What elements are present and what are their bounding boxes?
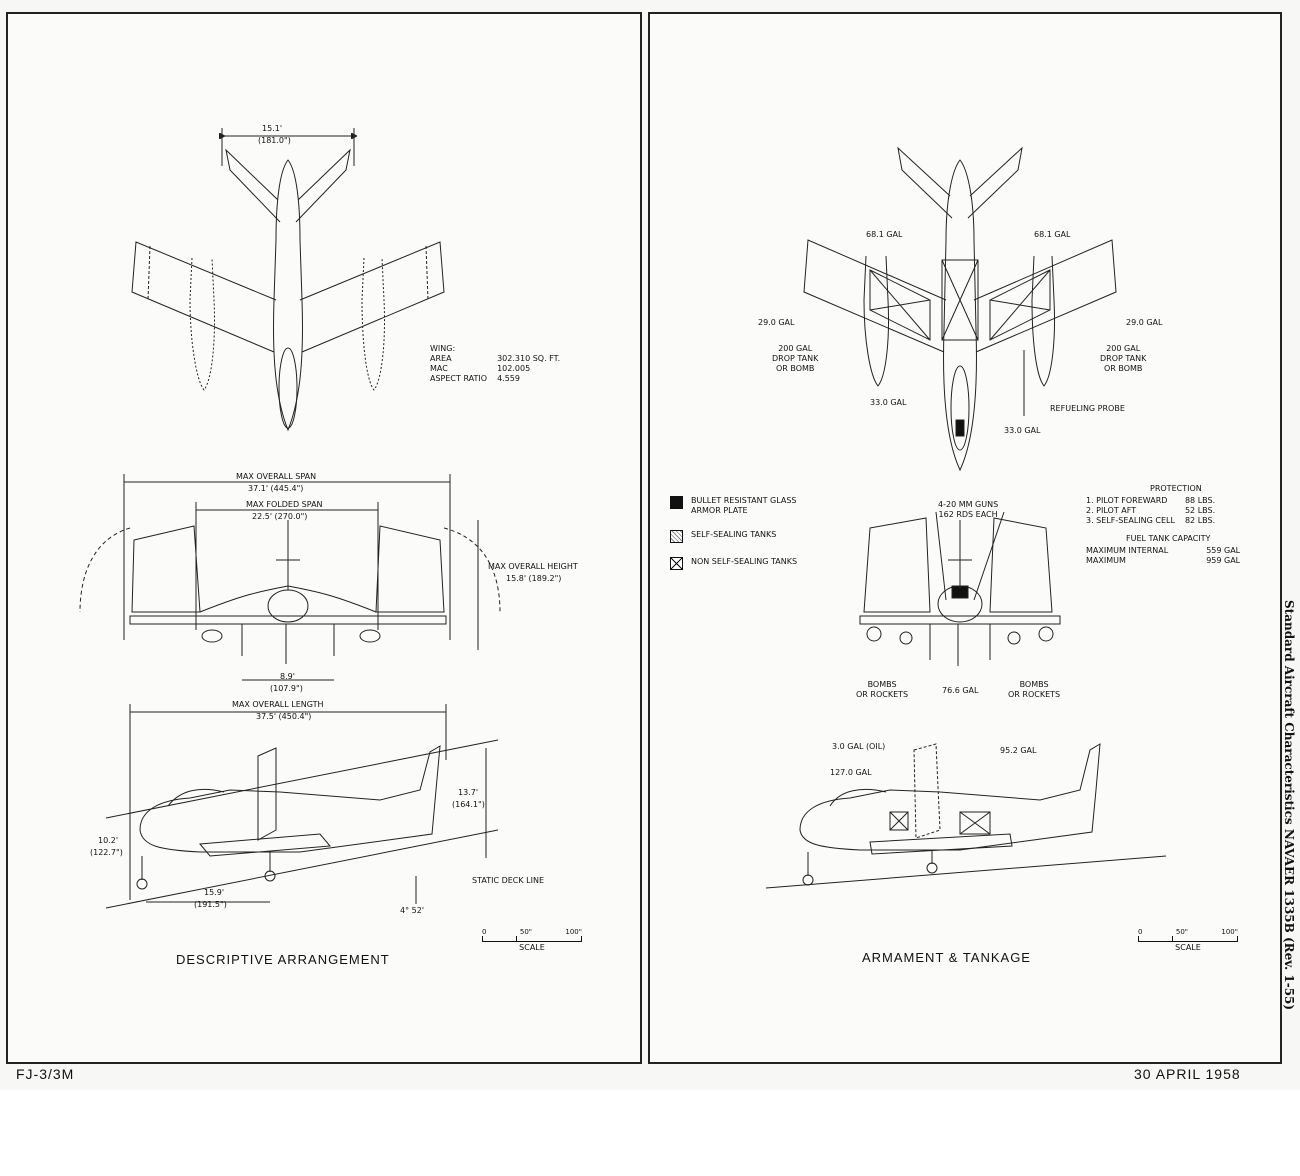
nose-height-inches: (122.7") [90, 848, 123, 857]
tail-height-label: 13.7' [458, 788, 479, 797]
drop-tank-right: 200 GAL DROP TANK OR BOMB [1100, 344, 1147, 373]
document-reference-caption: Standard Aircraft Characteristics NAVAER… [1282, 600, 1296, 1011]
fuel-capacity-heading: FUEL TANK CAPACITY [1126, 534, 1211, 543]
bombs-rockets-left: BOMBS OR ROCKETS [856, 680, 909, 699]
tank-wing-inner-right: 68.1 GAL [1034, 230, 1071, 239]
left-front-view [79, 474, 501, 681]
legend-item: BULLET RESISTANT GLASS ARMOR PLATE [670, 496, 797, 516]
tail-span-label: 15.1' [262, 124, 283, 133]
right-side-view [765, 743, 1167, 889]
wing-heading: WING: [430, 344, 456, 353]
gear-track-label: 8.9' [280, 672, 295, 681]
legend-item: NON SELF-SEALING TANKS [670, 557, 797, 570]
guns-label: 4-20 MM GUNS 162 RDS EACH [938, 500, 999, 519]
tail-span-inches: (181.0") [258, 136, 291, 145]
bottom-strip [0, 1090, 1300, 1176]
gear-track-inches: (107.9") [270, 684, 303, 693]
armament-tankage-panel [648, 12, 1282, 1064]
refueling-probe-label: REFUELING PROBE [1050, 404, 1125, 413]
legend-item: SELF-SEALING TANKS [670, 530, 797, 543]
armament-tankage-title: ARMAMENT & TANKAGE [862, 950, 1031, 965]
drop-tank-left: 200 GAL DROP TANK OR BOMB [772, 344, 819, 373]
tank-oil: 3.0 GAL (OIL) [832, 742, 886, 751]
armor-swatch [670, 496, 683, 509]
self-sealing-swatch [670, 530, 683, 543]
tank-wing-outer-right: 29.0 GAL [1126, 318, 1163, 327]
max-overall-height-value: 15.8' (189.2") [506, 574, 562, 583]
non-self-sealing-swatch [670, 557, 683, 570]
footer-model: FJ-3/3M [16, 1066, 75, 1082]
protection-heading: PROTECTION [1150, 484, 1202, 493]
left-plan-view [131, 128, 445, 432]
tank-fuselage-left: 33.0 GAL [870, 398, 907, 407]
aircraft-drawings [79, 128, 1167, 909]
nose-height-label: 10.2' [98, 836, 119, 845]
max-overall-span-value: 37.1' (445.4") [248, 484, 304, 493]
right-plan-view [803, 146, 1117, 472]
legend: BULLET RESISTANT GLASS ARMOR PLATE SELF-… [670, 496, 797, 584]
max-overall-length-value: 37.5' (450.4") [256, 712, 312, 721]
tank-wing-inner-left: 68.1 GAL [866, 230, 903, 239]
max-folded-span-value: 22.5' (270.0") [252, 512, 308, 521]
max-overall-length-label: MAX OVERALL LENGTH [232, 700, 324, 709]
tank-wing-outer-left: 29.0 GAL [758, 318, 795, 327]
wheelbase-inches: (191.5") [194, 900, 227, 909]
tail-height-inches: (164.1") [452, 800, 485, 809]
tank-belly: 76.6 GAL [942, 686, 979, 695]
descriptive-arrangement-title: DESCRIPTIVE ARRANGEMENT [176, 952, 390, 967]
right-front-view [859, 511, 1061, 666]
max-overall-height-label: MAX OVERALL HEIGHT [488, 562, 578, 571]
wheelbase-label: 15.9' [204, 888, 225, 897]
descriptive-arrangement-panel [6, 12, 642, 1064]
static-deck-line-label: STATIC DECK LINE [472, 876, 545, 885]
left-side-view [105, 704, 499, 909]
tank-fuselage-right: 33.0 GAL [1004, 426, 1041, 435]
max-overall-span-label: MAX OVERALL SPAN [236, 472, 317, 481]
bombs-rockets-right: BOMBS OR ROCKETS [1008, 680, 1061, 699]
tank-forward: 127.0 GAL [830, 768, 872, 777]
max-folded-span-label: MAX FOLDED SPAN [246, 500, 323, 509]
footer-date: 30 APRIL 1958 [1134, 1066, 1241, 1082]
deck-angle-label: 4° 52' [400, 906, 425, 915]
tank-aft: 95.2 GAL [1000, 746, 1037, 755]
